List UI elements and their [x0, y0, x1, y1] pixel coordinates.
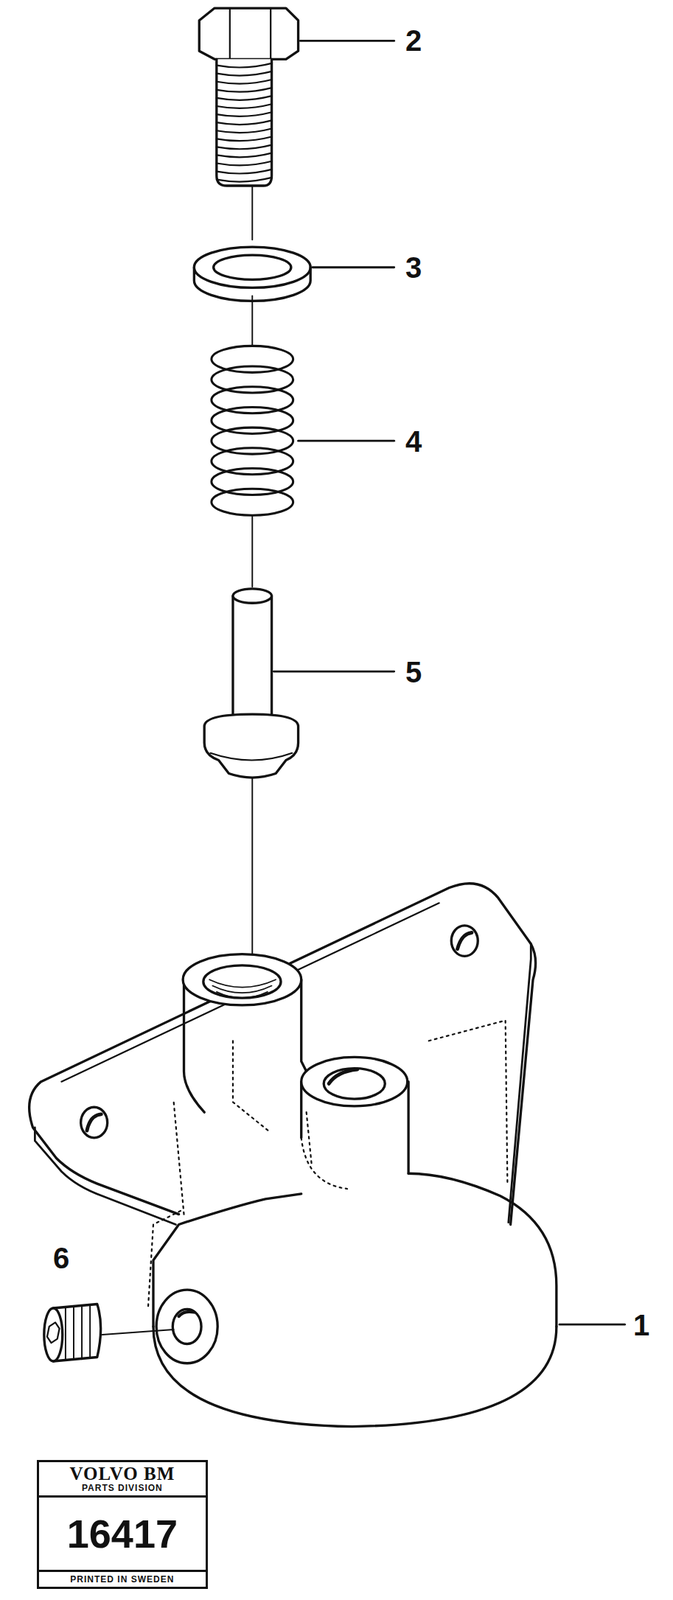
bolt-thread — [216, 169, 273, 174]
bolt-thread — [216, 71, 273, 76]
spring-coil — [211, 448, 294, 475]
bolt-thread — [216, 87, 273, 93]
spring-coil — [211, 345, 294, 373]
bolt-thread — [216, 177, 273, 183]
spring-coil — [211, 427, 294, 455]
bolt-thread — [216, 103, 273, 109]
spring-coil — [211, 488, 294, 516]
bolt-thread — [216, 95, 273, 101]
callout-number: 5 — [405, 657, 422, 688]
callout-number: 4 — [405, 426, 422, 457]
spring-coil — [211, 366, 294, 393]
spring-coil — [211, 386, 294, 414]
callout-number: 1 — [633, 1310, 650, 1341]
badge-text: PARTS DIVISION — [39, 1483, 206, 1498]
callout-number: 2 — [405, 25, 422, 56]
bolt-thread — [216, 120, 273, 125]
bolt-thread — [216, 153, 273, 158]
bolt-thread — [216, 128, 273, 133]
callout-number: 6 — [53, 1243, 70, 1274]
badge-text: PRINTED IN SWEDEN — [39, 1572, 206, 1588]
spring-coil — [211, 406, 294, 434]
bolt-thread — [216, 161, 273, 166]
publisher-badge: VOLVO BMPARTS DIVISION16417PRINTED IN SW… — [36, 1460, 208, 1590]
badge-text: 16417 — [39, 1497, 206, 1573]
bolt-thread — [216, 145, 273, 150]
callout-number: 3 — [405, 252, 422, 283]
badge-text: VOLVO BM — [39, 1462, 206, 1484]
spring-coil — [211, 468, 294, 496]
bolt-thread — [216, 63, 273, 68]
bolt-thread — [216, 112, 273, 117]
bolt-thread — [216, 137, 273, 142]
bolt-thread — [216, 79, 273, 85]
